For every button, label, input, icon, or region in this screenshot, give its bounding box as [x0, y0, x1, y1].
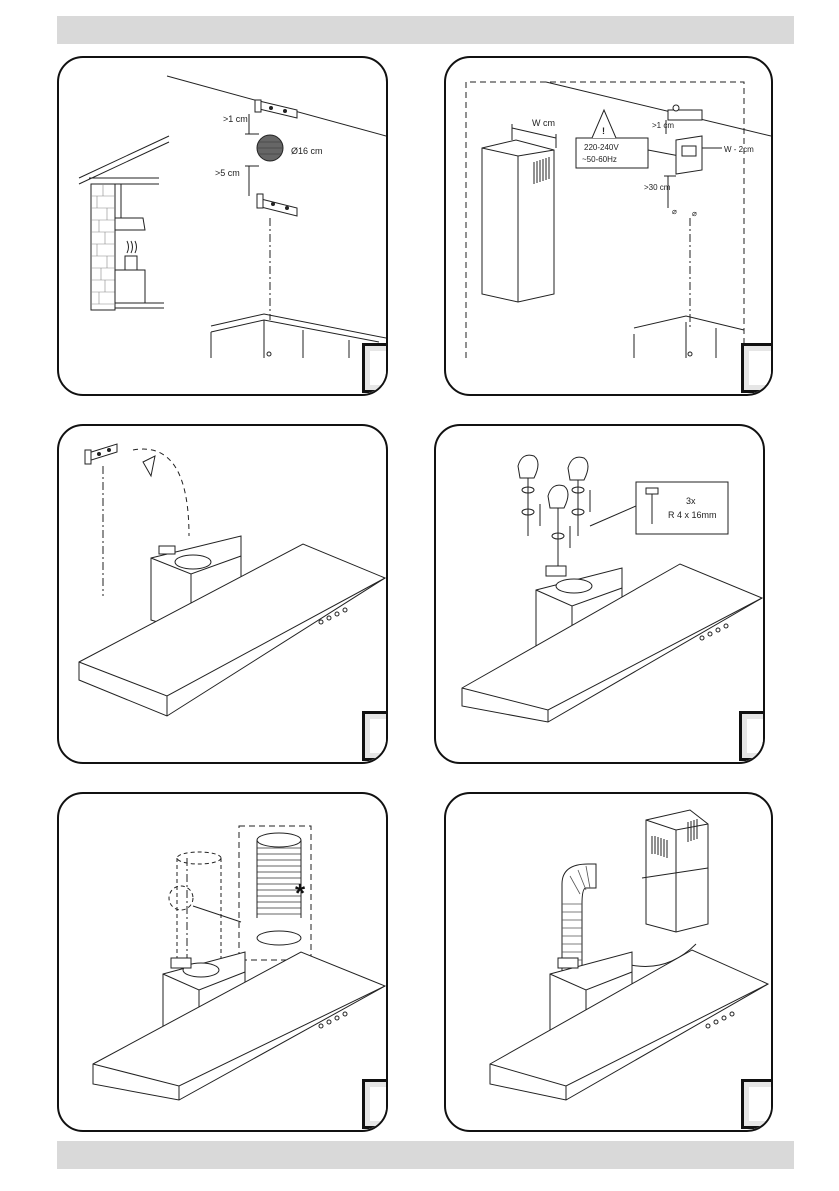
- footer-bar: [57, 1141, 794, 1169]
- step-number-box: [741, 343, 771, 393]
- gap-top-label: >1 cm: [223, 114, 248, 124]
- header-bar: [57, 16, 794, 44]
- gap-bottom-label-2: >30 cm: [644, 183, 671, 192]
- illustration-ceiling-bracket: >1 cm Ø16 cm >5 cm: [78, 75, 386, 358]
- panel-step-1: >1 cm Ø16 cm >5 cm: [57, 56, 388, 396]
- width-minus-label: W - 2cm: [724, 145, 754, 154]
- screw-size-label: R 4 x 16mm: [668, 510, 717, 520]
- panel-step-4: 3x R 4 x 16mm: [434, 424, 765, 764]
- illustration-fix-screws: 3x R 4 x 16mm: [461, 454, 763, 723]
- panel-step-6: [444, 792, 773, 1132]
- screw-count-label: 3x: [686, 496, 696, 506]
- optional-mark: *: [295, 878, 306, 908]
- width-label: W cm: [532, 118, 555, 128]
- screw-icon-2: ⌀: [692, 209, 697, 218]
- step-number-box: [739, 711, 763, 761]
- illustration-chimney-measurements: W cm ! 220-240V ~50-60Hz >1 cm W - 2cm >…: [465, 81, 771, 358]
- step-number-box: [362, 343, 386, 393]
- gap-bottom-label: >5 cm: [215, 168, 240, 178]
- warning-icon: !: [602, 126, 605, 136]
- frequency-label: ~50-60Hz: [582, 155, 617, 164]
- step-number-box: [362, 711, 386, 761]
- gap-top-label-2: >1 cm: [652, 121, 674, 130]
- illustration-flexible-duct: *: [92, 825, 386, 1101]
- step-number-box: [741, 1079, 771, 1129]
- step-number-box: [362, 1079, 386, 1129]
- screw-icon: ⌀: [672, 207, 677, 216]
- panel-step-3: [57, 424, 388, 764]
- duct-diameter-label: Ø16 cm: [291, 146, 323, 156]
- illustration-hang-hood: [78, 443, 386, 717]
- illustration-chimney-fit: [489, 809, 770, 1101]
- voltage-label: 220-240V: [584, 143, 619, 152]
- panel-step-2: W cm ! 220-240V ~50-60Hz >1 cm W - 2cm >…: [444, 56, 773, 396]
- panel-step-5: *: [57, 792, 388, 1132]
